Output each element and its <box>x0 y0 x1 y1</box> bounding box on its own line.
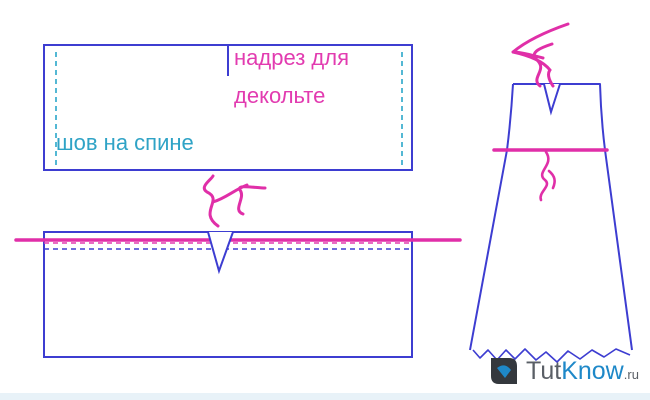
dress-outline <box>469 83 633 351</box>
dress-v-neck <box>543 83 561 116</box>
v-neck-notch <box>207 231 234 275</box>
watermark-know: Know <box>561 356 624 385</box>
wavy-arrow-center <box>202 174 267 228</box>
bottom-strip <box>0 393 650 400</box>
label-neckline-cut-line2: декольте <box>234 83 326 108</box>
dress-illustration <box>469 22 633 363</box>
dress-tie-ribbon <box>539 150 556 202</box>
tutknow-logo-icon <box>491 358 517 384</box>
dress-hem <box>472 348 631 363</box>
label-neckline-cut-line1: надрез для <box>234 45 349 70</box>
skirt-panel <box>14 231 462 358</box>
watermark-text: TutKnow.ru <box>526 357 639 386</box>
skirt-outline <box>43 231 413 358</box>
label-back-seam: шов на спине <box>56 130 194 155</box>
tutknow-watermark: TutKnow.ru <box>486 350 639 392</box>
watermark-logo-spacer <box>486 354 520 388</box>
watermark-tld: .ru <box>623 366 639 382</box>
watermark-tut: Tut <box>526 356 562 385</box>
dress-neck-ribbon <box>511 22 570 88</box>
bodice-panel <box>43 44 413 171</box>
